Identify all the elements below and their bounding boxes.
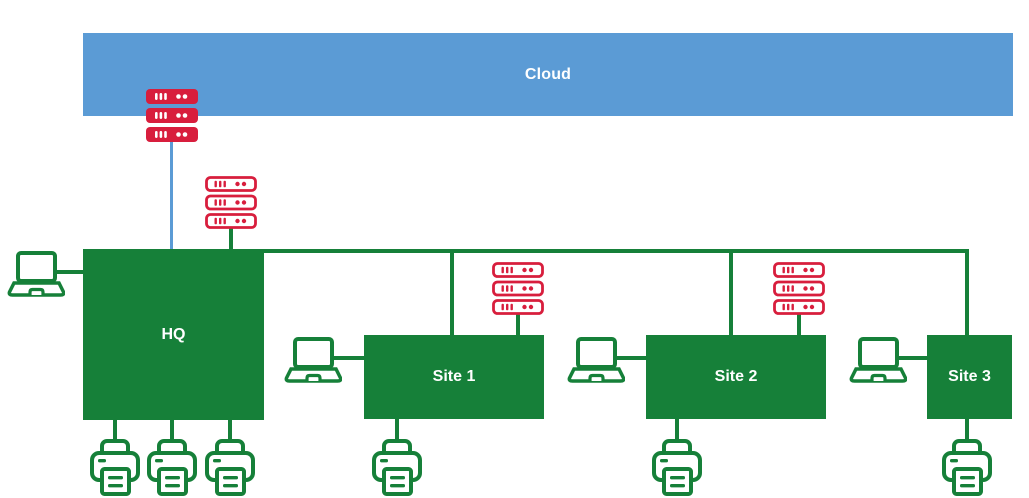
laptop-icon xyxy=(845,336,907,384)
printer-icon xyxy=(90,439,140,497)
connector-laptop-to-site2 xyxy=(616,356,646,360)
site3-node: Site 3 xyxy=(927,335,1012,419)
laptop-icon xyxy=(3,250,65,298)
connector-server-to-hq xyxy=(229,226,233,250)
connector-hq-to-printer-3 xyxy=(228,420,232,443)
hq-label: HQ xyxy=(161,325,186,343)
backbone-bus-line xyxy=(264,249,969,253)
connector-laptop-to-site1 xyxy=(333,356,364,360)
printer-icon xyxy=(372,439,422,497)
cloud-label: Cloud xyxy=(524,65,572,83)
connector-hq-to-printer-2 xyxy=(170,420,174,443)
connector-bus-to-site2 xyxy=(729,251,733,335)
connector-bus-to-site1 xyxy=(450,251,454,335)
laptop-icon xyxy=(563,336,625,384)
hq-node: HQ xyxy=(83,249,264,420)
printer-icon xyxy=(942,439,992,497)
site1-label: Site 1 xyxy=(432,368,476,385)
printer-icon xyxy=(652,439,702,497)
printer-icon xyxy=(205,439,255,497)
printer-icon xyxy=(147,439,197,497)
connector-server-to-site1 xyxy=(516,309,520,335)
connector-site3-to-printer xyxy=(965,419,969,443)
server-stack-outline-icon xyxy=(205,176,257,229)
site1-node: Site 1 xyxy=(364,335,544,419)
server-stack-outline-icon xyxy=(492,262,544,315)
connector-laptop-to-hq xyxy=(55,270,83,274)
connector-hq-to-printer-1 xyxy=(113,420,117,443)
server-stack-filled-icon xyxy=(146,89,198,142)
site2-label: Site 2 xyxy=(714,368,758,385)
laptop-icon xyxy=(280,336,342,384)
connector-site2-to-printer xyxy=(675,419,679,443)
site2-node: Site 2 xyxy=(646,335,826,419)
connector-site1-to-printer xyxy=(395,419,399,443)
cloud-zone: Cloud xyxy=(83,33,1013,116)
server-stack-outline-icon xyxy=(773,262,825,315)
site3-label: Site 3 xyxy=(948,368,991,385)
connector-laptop-to-site3 xyxy=(895,356,927,360)
connector-server-to-site2 xyxy=(797,309,801,335)
connector-cloud-to-hq xyxy=(170,140,173,250)
connector-bus-to-site3 xyxy=(965,251,969,335)
